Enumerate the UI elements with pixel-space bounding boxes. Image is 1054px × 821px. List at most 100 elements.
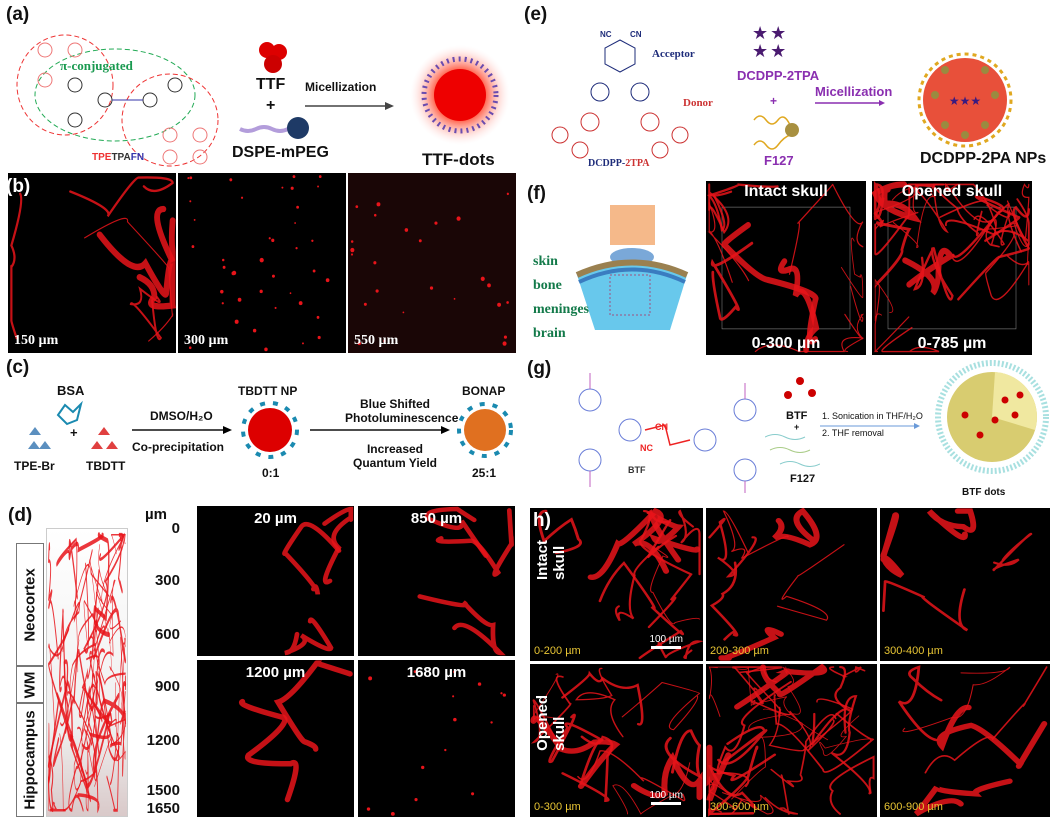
vessel-dot <box>497 302 502 307</box>
vessel <box>59 733 97 812</box>
vessel-dot <box>317 185 319 188</box>
plus-sign: + <box>70 425 78 440</box>
cn-label: CN <box>630 30 642 39</box>
plus-sign: + <box>266 97 276 114</box>
vessel <box>874 278 894 322</box>
vessel-dot <box>453 670 456 674</box>
depth-tick: 1500 <box>146 782 180 799</box>
brain-image-1200um: 1200 µm <box>197 660 354 817</box>
vessel-dot <box>502 341 507 346</box>
region-neocortex: Neocortex <box>16 543 44 666</box>
arrow-icon <box>132 426 232 434</box>
vessel <box>577 750 686 802</box>
vessel <box>913 778 1013 817</box>
vessel-dot <box>414 798 418 802</box>
vessel-image-600-900: 600-900 µm <box>880 664 1050 817</box>
plus-sign: + <box>770 94 778 108</box>
ttf-label: TTF <box>256 76 286 93</box>
vessel <box>768 698 854 752</box>
vessel-dot <box>506 192 509 196</box>
layer-brain: brain <box>533 326 566 341</box>
vessel <box>435 508 514 577</box>
unit-label: µm <box>145 506 167 523</box>
depth-range: 300-600 µm <box>710 801 769 813</box>
vessel-dot <box>421 765 425 770</box>
vessel <box>48 627 91 803</box>
vessel <box>56 537 93 623</box>
depth-label: 150 µm <box>14 333 59 348</box>
vessel-dot <box>418 239 422 243</box>
step2-label: 2. THF removal <box>822 428 884 438</box>
nc-label: NC <box>600 30 612 39</box>
btf-dots-label: BTF dots <box>962 487 1006 498</box>
depth-range: 0-200 µm <box>534 645 581 657</box>
3d-vascular-column <box>46 528 128 817</box>
btf-dots-nanoparticle <box>935 360 1049 474</box>
vessel <box>48 542 59 660</box>
vessel <box>84 217 174 342</box>
dcdpp-2pa-nps-label: DCDPP-2PA NPs <box>920 150 1047 167</box>
title: Intact skull <box>744 183 828 200</box>
depth-range: 200-300 µm <box>710 645 769 657</box>
vessel-dot <box>506 301 509 304</box>
vessel-dot <box>453 717 457 722</box>
vessel <box>770 714 837 788</box>
vessel <box>708 517 757 578</box>
vessel-dot <box>295 246 298 250</box>
vessel-dot <box>311 239 314 243</box>
vessel <box>84 727 91 812</box>
vessel <box>734 664 828 710</box>
vessel-dot <box>490 721 493 724</box>
vessel <box>721 221 819 345</box>
pi-conjugated-label: π-conjugated <box>60 58 133 73</box>
vessel <box>924 666 1048 774</box>
arrow-icon <box>305 102 394 110</box>
vessel <box>238 698 299 803</box>
tbdtt-icon <box>91 427 118 449</box>
panel-g-label: (g) <box>527 358 552 379</box>
vessel <box>926 508 977 541</box>
vessel-dot <box>383 339 386 343</box>
vessel-dot <box>502 693 506 697</box>
tbdtt-np-icon <box>241 401 299 459</box>
vessel-dot <box>231 271 236 276</box>
vessel-dot <box>292 175 296 179</box>
vessel <box>678 509 701 576</box>
depth-label: 1680 µm <box>406 664 467 681</box>
vessel <box>952 195 1021 258</box>
scale-bar-label: 100 µm <box>649 790 683 801</box>
vessel <box>92 569 127 664</box>
panel-e-label: (e) <box>524 4 548 25</box>
vessel-dot <box>301 342 304 345</box>
vessel-dot <box>240 196 244 199</box>
vessel-dot <box>193 218 196 221</box>
panel-f-label: (f) <box>527 183 546 204</box>
tbdtt-np-label: TBDTT NP <box>238 384 298 398</box>
vessel <box>322 506 354 585</box>
vessel <box>284 617 334 656</box>
vessel-dot <box>264 347 268 352</box>
vessel <box>96 205 176 298</box>
vessel <box>882 580 969 632</box>
vessel <box>530 675 572 744</box>
vessel <box>47 659 74 784</box>
region-label: Hippocampus <box>21 710 39 810</box>
vessel-dot <box>376 202 381 207</box>
vessel <box>83 600 100 671</box>
acceptor-label: Acceptor <box>652 48 695 60</box>
micellization-label: Micellization <box>305 80 377 94</box>
vessel <box>708 666 756 717</box>
scale-bar <box>651 646 681 649</box>
vessel <box>819 715 871 756</box>
vessel-dot <box>294 222 296 224</box>
layer-bone: bone <box>533 278 562 293</box>
vessel <box>717 726 768 765</box>
vessel <box>873 283 910 353</box>
bonap-label: BONAP <box>462 384 506 398</box>
vessel <box>788 183 864 275</box>
vessel-dot <box>296 205 299 209</box>
depth-tick: 600 <box>154 626 180 643</box>
vessel <box>650 546 701 625</box>
